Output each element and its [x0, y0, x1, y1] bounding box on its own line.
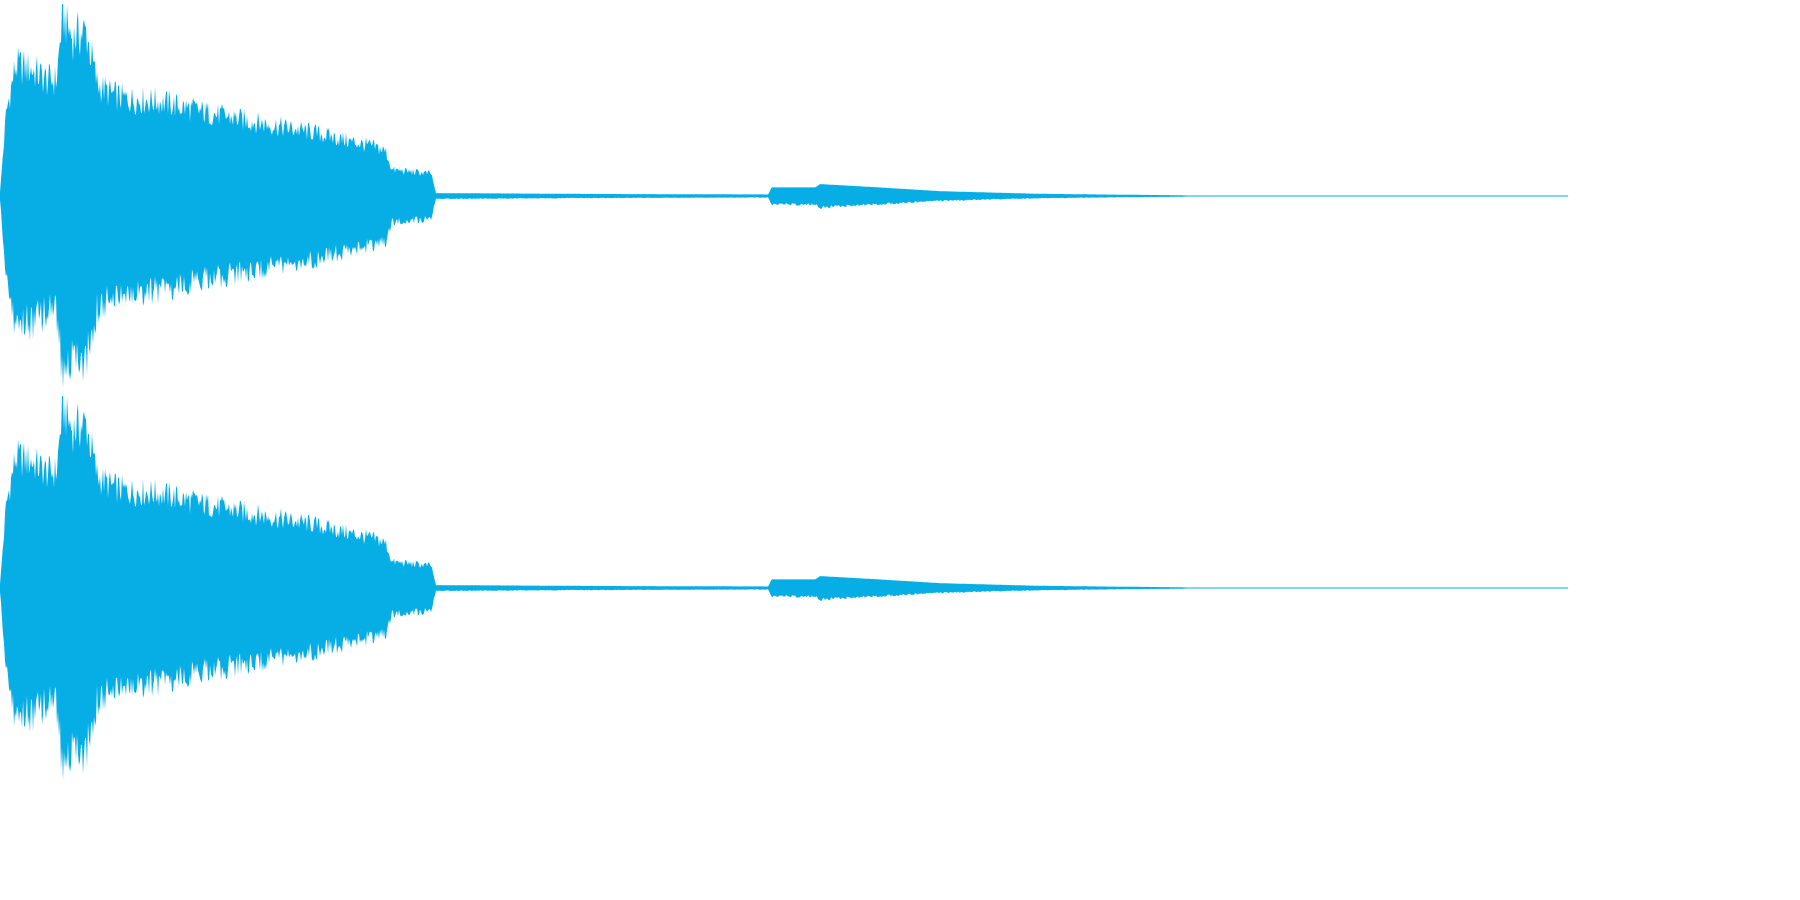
waveform-channel-2	[0, 396, 1568, 780]
stereo-waveform-display	[0, 4, 1568, 780]
waveform-channel-1	[0, 4, 1568, 388]
